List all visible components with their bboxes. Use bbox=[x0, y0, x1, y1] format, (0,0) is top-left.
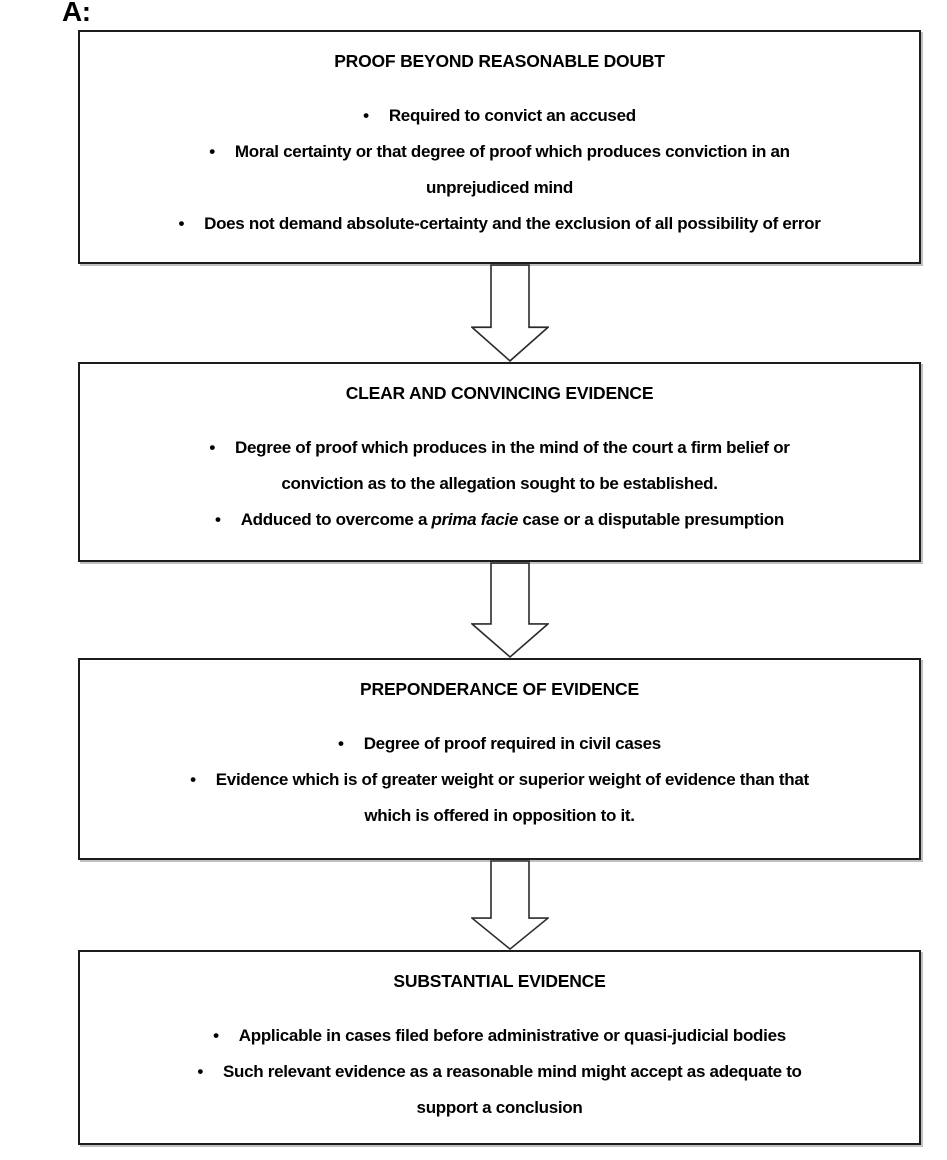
bullet-text-latin-term: prima facie bbox=[431, 510, 519, 529]
down-arrow bbox=[78, 860, 921, 950]
bullet-item: • Such relevant evidence as a reasonable … bbox=[106, 1054, 893, 1126]
bullet-icon: • bbox=[209, 438, 216, 457]
bullet-text-segment: Adduced to overcome a bbox=[240, 510, 432, 529]
bullet-text: Required to convict an accused bbox=[388, 106, 636, 125]
bullet-icon: • bbox=[190, 770, 196, 789]
bullet-item: • Evidence which is of greater weight or … bbox=[106, 762, 893, 834]
bullet-text: Applicable in cases filed before adminis… bbox=[238, 1026, 786, 1045]
bullet-list: • Applicable in cases filed before admini… bbox=[106, 1018, 893, 1126]
down-arrow-icon bbox=[470, 562, 549, 658]
bullet-text: Adduced to overcome a prima facie case o… bbox=[240, 510, 785, 529]
bullet-item: • Degree of proof required in civil cases bbox=[106, 726, 893, 762]
down-arrow bbox=[78, 562, 921, 658]
box-title: PROOF BEYOND REASONABLE DOUBT bbox=[334, 51, 665, 71]
down-arrow bbox=[78, 264, 921, 362]
box-title: SUBSTANTIAL EVIDENCE bbox=[393, 971, 606, 991]
box-title: PREPONDERANCE OF EVIDENCE bbox=[360, 679, 639, 699]
bullet-text: Degree of proof which produces in the mi… bbox=[235, 438, 790, 493]
bullet-item: • Required to convict an accused bbox=[106, 98, 893, 134]
bullet-icon: • bbox=[338, 734, 344, 753]
box-clear-and-convincing-evidence: CLEAR AND CONVINCING EVIDENCE • Degree of… bbox=[78, 362, 921, 562]
bullet-text: Such relevant evidence as a reasonable m… bbox=[223, 1062, 802, 1117]
bullet-icon: • bbox=[178, 214, 185, 233]
bullet-icon: • bbox=[209, 142, 215, 161]
bullet-item: • Adduced to overcome a prima facie case … bbox=[106, 502, 893, 538]
bullet-text: Degree of proof required in civil cases bbox=[363, 734, 662, 753]
bullet-list: • Degree of proof required in civil cases… bbox=[106, 726, 893, 834]
bullet-item: • Applicable in cases filed before admini… bbox=[106, 1018, 893, 1054]
answer-label: A: bbox=[62, 0, 91, 27]
bullet-icon: • bbox=[197, 1062, 203, 1081]
bullet-text: Does not demand absolute-certainty and t… bbox=[204, 214, 821, 233]
box-substantial-evidence: SUBSTANTIAL EVIDENCE • Applicable in case… bbox=[78, 950, 921, 1145]
down-arrow-icon bbox=[470, 264, 549, 362]
evidence-standards-flowchart: PROOF BEYOND REASONABLE DOUBT • Required … bbox=[78, 30, 921, 1145]
bullet-item: • Does not demand absolute-certainty and … bbox=[106, 206, 893, 242]
bullet-text-segment: case or a disputable presumption bbox=[518, 510, 784, 529]
bullet-item: • Degree of proof which produces in the m… bbox=[106, 430, 893, 502]
bullet-icon: • bbox=[215, 510, 221, 529]
box-preponderance-of-evidence: PREPONDERANCE OF EVIDENCE • Degree of pro… bbox=[78, 658, 921, 860]
bullet-list: • Degree of proof which produces in the m… bbox=[106, 430, 893, 538]
bullet-text: Moral certainty or that degree of proof … bbox=[234, 142, 790, 197]
box-proof-beyond-reasonable-doubt: PROOF BEYOND REASONABLE DOUBT • Required … bbox=[78, 30, 921, 264]
bullet-icon: • bbox=[363, 106, 369, 125]
bullet-list: • Required to convict an accused • Moral c… bbox=[106, 98, 893, 242]
bullet-icon: • bbox=[213, 1026, 219, 1045]
box-title: CLEAR AND CONVINCING EVIDENCE bbox=[345, 383, 654, 403]
down-arrow-icon bbox=[470, 860, 549, 950]
bullet-text: Evidence which is of greater weight or s… bbox=[215, 770, 809, 825]
bullet-item: • Moral certainty or that degree of proof… bbox=[106, 134, 893, 206]
